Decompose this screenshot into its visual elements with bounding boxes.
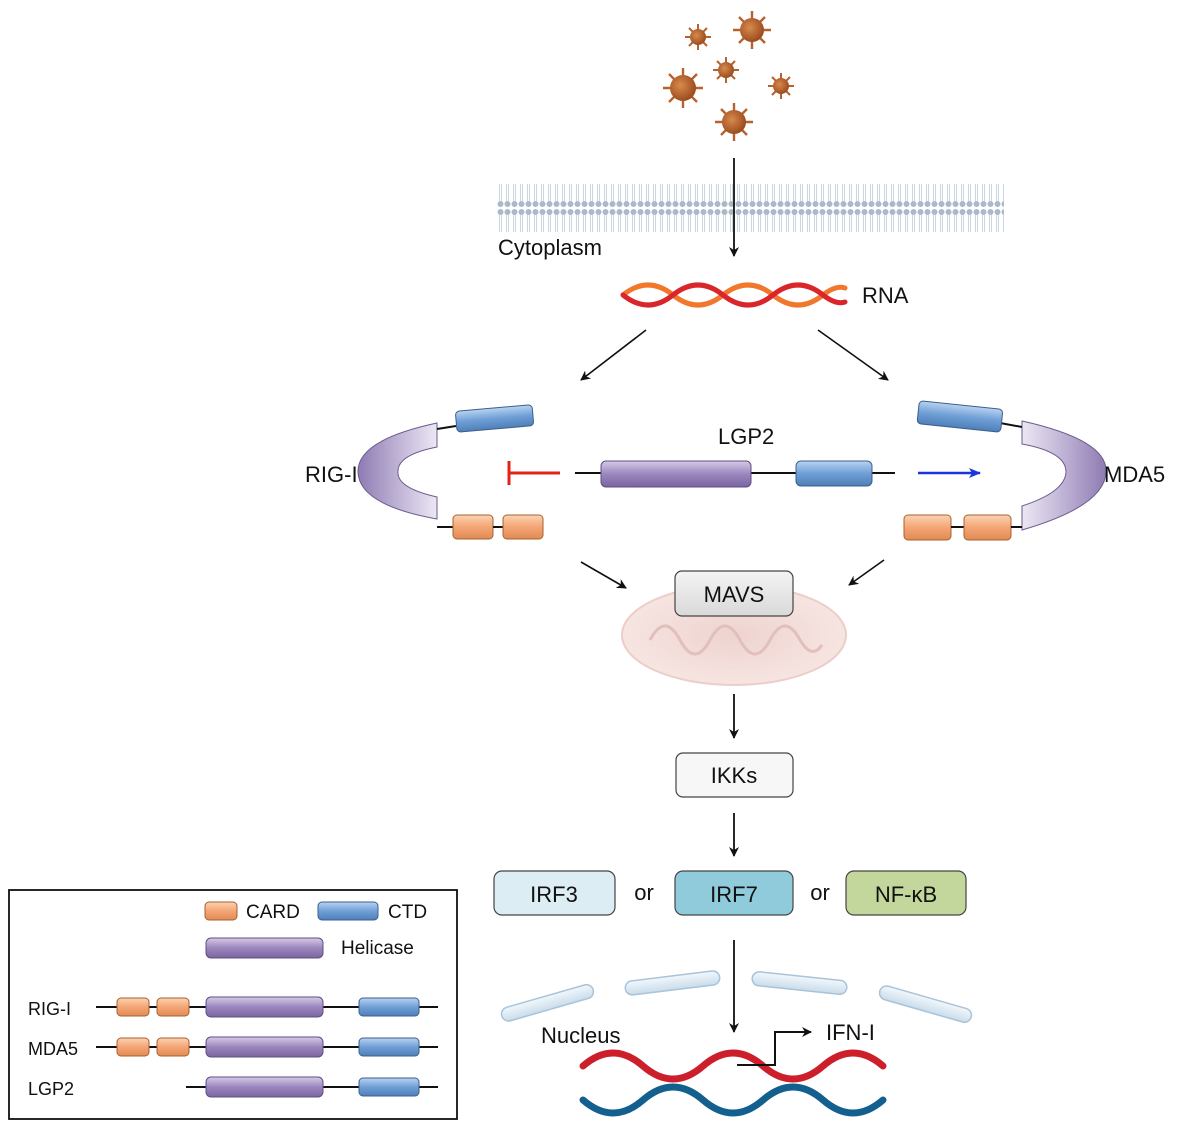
lgp2-label: LGP2 <box>718 424 774 449</box>
arrow-mda5-to-mavs <box>848 559 885 586</box>
ikks-label: IKKs <box>711 763 757 788</box>
irf3-label: IRF3 <box>530 882 578 907</box>
rig-i-label: RIG-I <box>305 462 358 487</box>
virus-icon <box>715 103 753 141</box>
legend-row-label: RIG-I <box>28 999 71 1019</box>
virus-icon <box>663 68 703 108</box>
nuclear-envelope <box>500 970 973 1024</box>
legend-row-label: LGP2 <box>28 1079 74 1099</box>
rig-i-ctd <box>455 404 534 433</box>
irf7-label: IRF7 <box>710 882 758 907</box>
lgp2-helicase <box>600 460 752 488</box>
or-label-2: or <box>810 880 830 905</box>
or-label-1: or <box>634 880 654 905</box>
irf3-box: IRF3 <box>493 870 616 916</box>
mda5-card <box>963 514 1012 541</box>
legend-row-rig-i <box>96 996 438 1018</box>
inhibition-icon <box>507 461 560 485</box>
nucleus-label: Nucleus <box>541 1023 620 1048</box>
ikks-box: IKKs <box>675 752 794 798</box>
mavs-label: MAVS <box>704 582 765 607</box>
legend-helicase-label: Helicase <box>341 938 414 959</box>
legend-card-label: CARD <box>246 902 300 923</box>
rig-i-card <box>502 514 544 540</box>
mda5-label: MDA5 <box>1104 462 1165 487</box>
virus-icon <box>713 57 739 83</box>
dna-helix-icon <box>579 1049 887 1117</box>
virus-icon <box>685 24 711 50</box>
arrow-rna-to-rig-i <box>580 329 647 381</box>
cytoplasm-label: Cytoplasm <box>498 235 602 260</box>
virus-icon <box>768 73 794 99</box>
virus-particles <box>663 11 794 141</box>
nfkb-box: NF-κB <box>845 870 967 916</box>
rig-i-card <box>452 514 494 540</box>
mavs-box: MAVS <box>674 570 794 617</box>
legend-box: CARD CTD Helicase RIG-I MDA5 LGP2 <box>8 889 458 1120</box>
rig-i-structure <box>357 404 544 540</box>
legend-ctd-label: CTD <box>388 902 427 923</box>
arrow-rig-i-to-mavs <box>580 561 627 589</box>
legend-row-lgp2 <box>186 1076 438 1098</box>
irf7-box: IRF7 <box>674 870 794 916</box>
mda5-card <box>903 514 952 541</box>
rna-label: RNA <box>862 283 909 308</box>
legend-ctd-swatch <box>317 901 379 921</box>
lgp2-ctd <box>795 460 873 487</box>
legend-row-mda5 <box>96 1036 438 1058</box>
mda5-helicase-arc <box>1021 420 1107 531</box>
nfkb-label: NF-κB <box>875 882 937 907</box>
legend-helicase-swatch <box>205 937 324 959</box>
mda5-structure <box>903 400 1107 541</box>
mda5-ctd <box>916 400 1004 433</box>
arrow-rna-to-mda5 <box>817 329 889 381</box>
ifn-label: IFN-I <box>826 1020 875 1045</box>
lgp2-structure <box>575 460 895 488</box>
cell-membrane <box>497 181 1004 233</box>
virus-icon <box>733 11 771 49</box>
rig-i-helicase-arc <box>357 422 438 520</box>
legend-card-swatch <box>204 901 238 921</box>
transcription-start-arrow <box>737 1027 812 1066</box>
rna-helix-icon <box>620 282 848 308</box>
legend-row-label: MDA5 <box>28 1039 78 1059</box>
